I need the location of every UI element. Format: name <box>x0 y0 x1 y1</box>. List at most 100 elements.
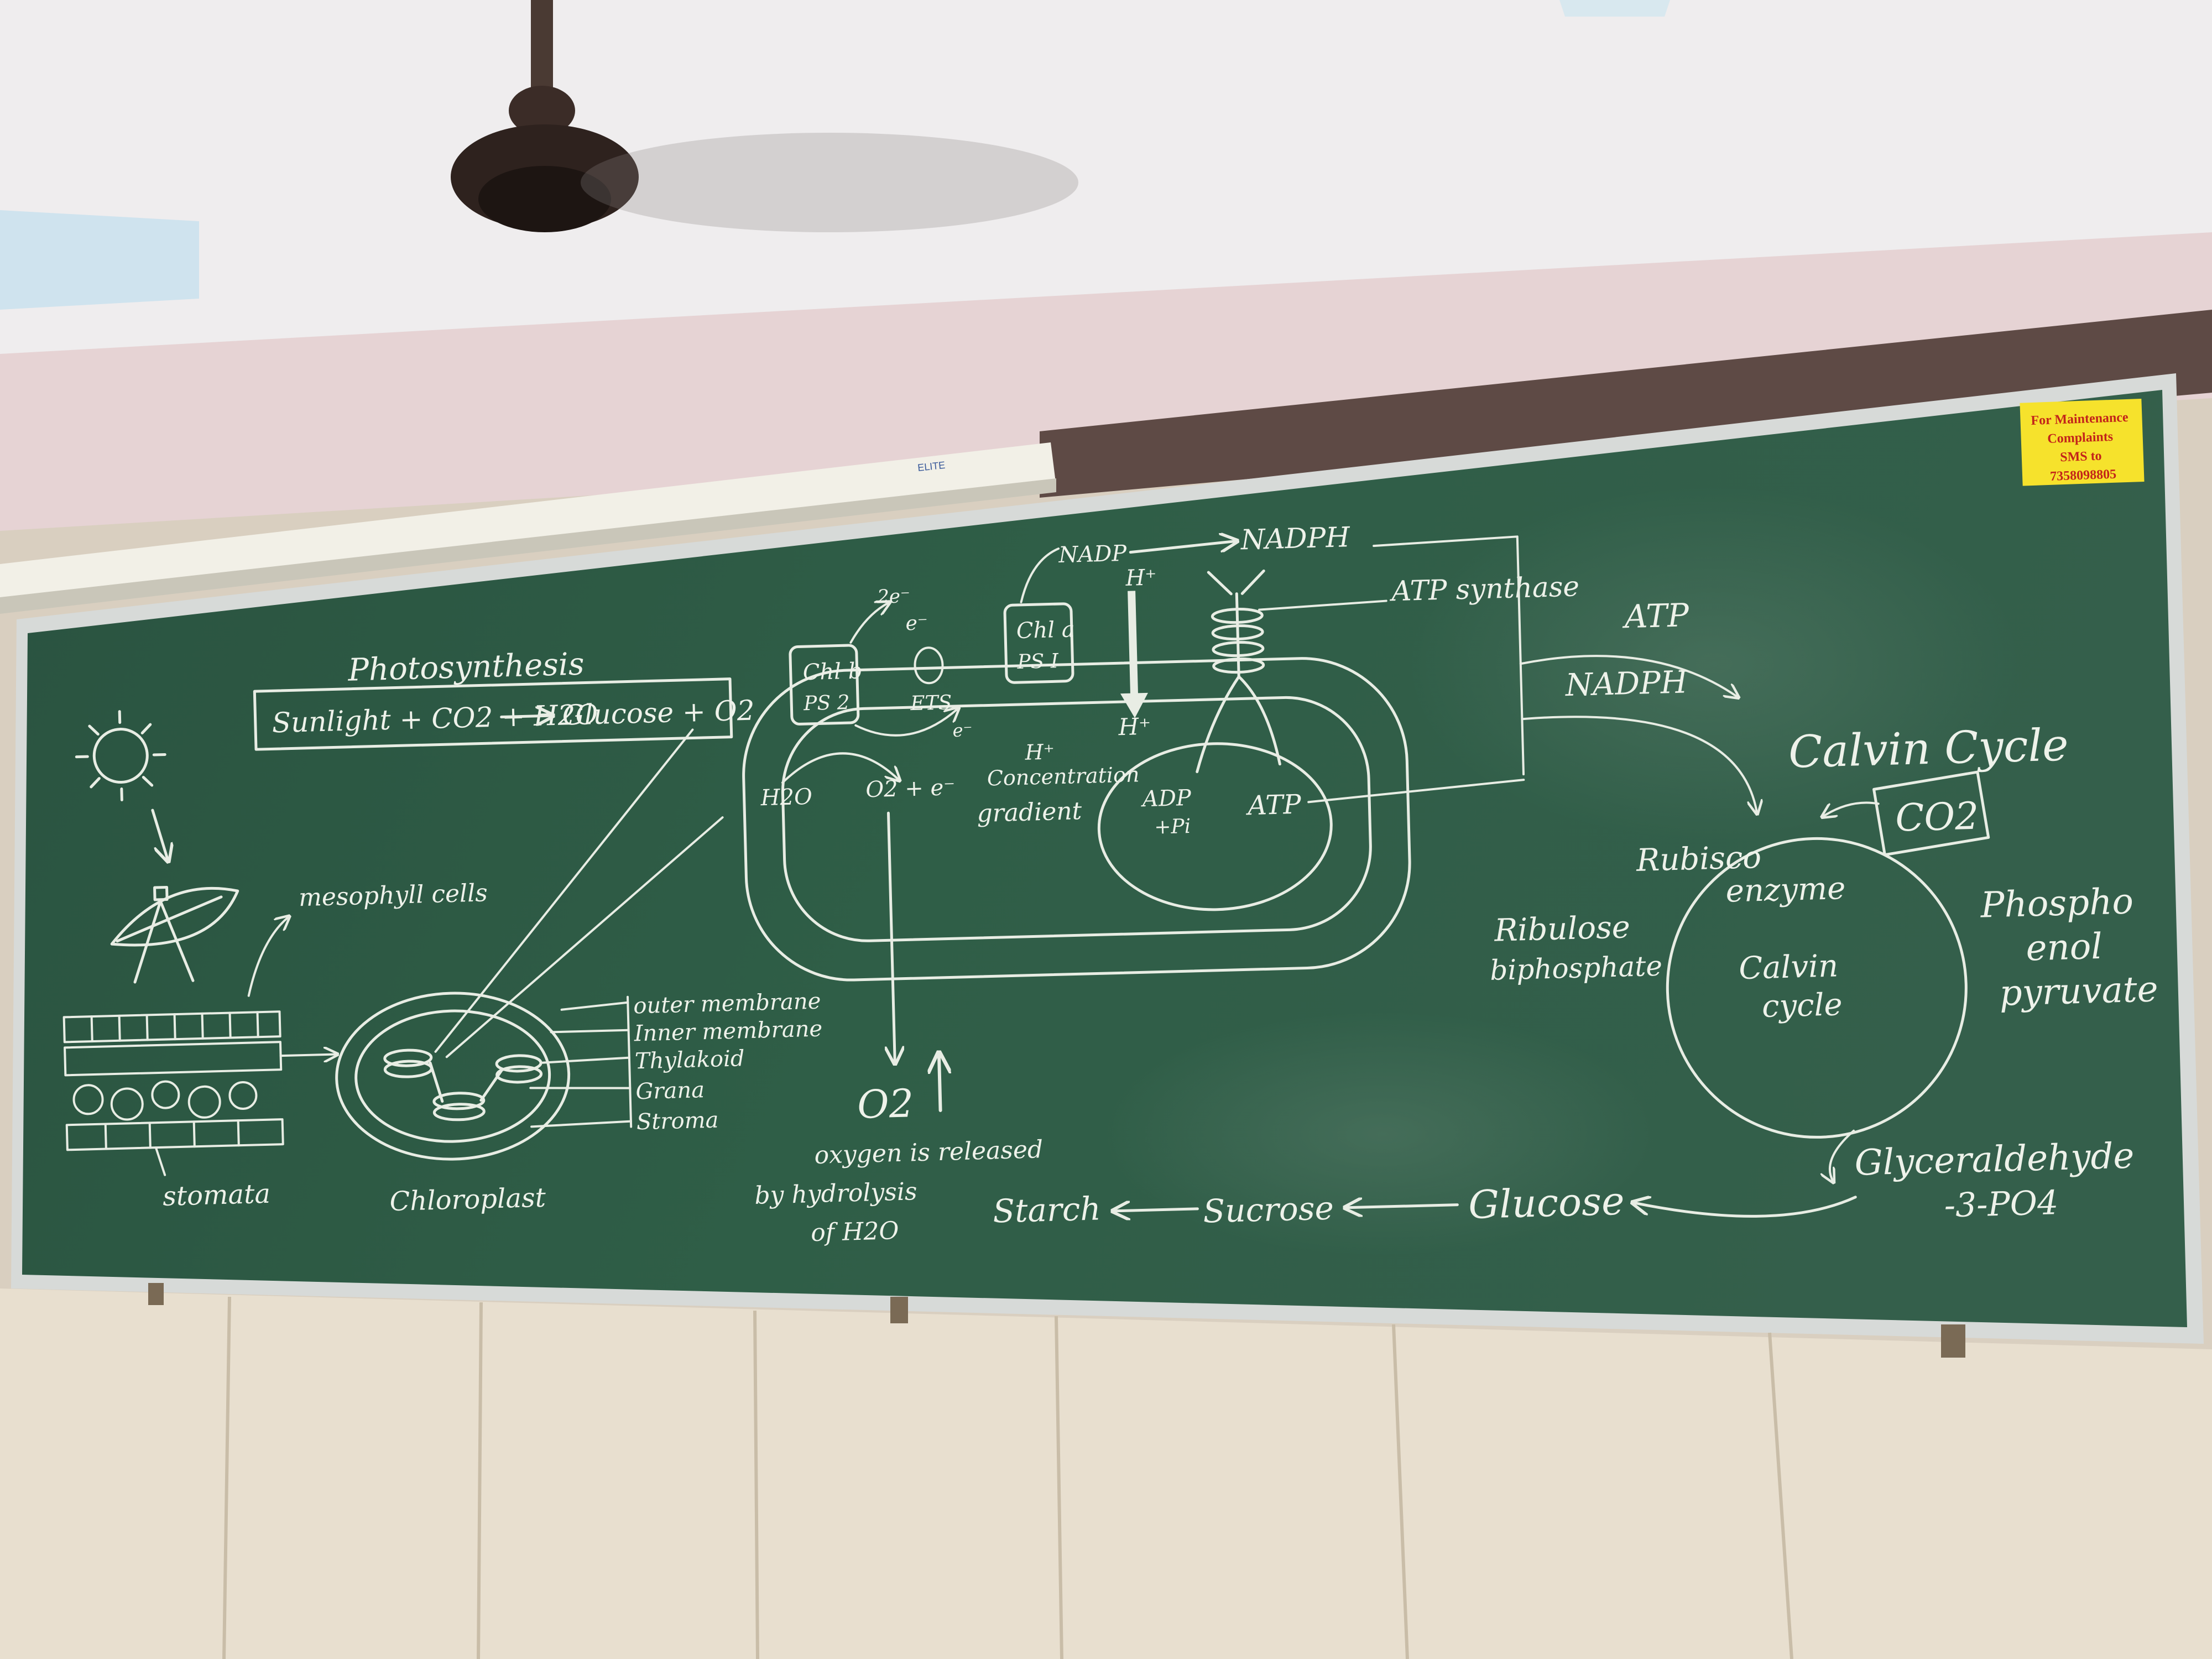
label-2e: 2e⁻ <box>877 585 911 608</box>
part-inner-membrane: Inner membrane <box>633 1016 822 1047</box>
part-grana: Grana <box>635 1077 705 1104</box>
atp-synthase-icon <box>1196 569 1281 774</box>
label-atp-synthase: ATP synthase <box>1389 570 1580 607</box>
sun-icon <box>75 710 166 802</box>
part-outer-membrane: outer membrane <box>633 989 821 1019</box>
sun-to-leaf-arrow <box>151 808 168 860</box>
wall <box>0 232 2212 531</box>
calvin-pep-3: pyruvate <box>1999 969 2159 1014</box>
title-photosynthesis: Photosynthesis <box>347 646 585 688</box>
ceiling-light <box>0 210 199 310</box>
label-mesophyll: mesophyll cells <box>298 879 488 912</box>
proton-flow-arrow <box>1128 591 1139 696</box>
ceiling-fan <box>451 0 1078 232</box>
notice-line-2: Complaints <box>2047 430 2114 446</box>
gradient-line-1: H⁺ <box>1024 739 1055 764</box>
calvin-pep-2: enol <box>2026 926 2103 969</box>
glucose-to-sucrose-arrow <box>1347 1205 1459 1208</box>
mesophyll-arrow <box>247 917 290 997</box>
wall-panels <box>0 1288 2212 1659</box>
notice-background <box>2020 399 2145 486</box>
co2-in-arrow <box>1823 801 1880 816</box>
ps2-box <box>789 644 860 726</box>
ps1-line-1: Chl a <box>1016 617 1075 644</box>
sucrose-to-starch-arrow <box>1114 1209 1199 1211</box>
calvin-cycle-ring <box>1666 837 1968 1139</box>
zoom-line-2 <box>445 816 724 1058</box>
atp-to-calvin-arrow <box>1519 655 1738 702</box>
calvin-rubp-1: Ribulose <box>1494 909 1631 948</box>
oxygen-note-2: by hydrolysis <box>754 1177 917 1210</box>
projector-screen-tube: ELITE <box>0 442 1056 614</box>
oxygen-note-1: oxygen is released <box>814 1135 1044 1170</box>
nadph-to-calvin-arrow <box>1521 716 1757 818</box>
calvin-pep-1: Phospho <box>1980 881 2134 926</box>
ps1-box <box>1003 602 1074 684</box>
notice-line-3: SMS to <box>2060 449 2102 465</box>
ps2-line-2: PS 2 <box>803 691 850 715</box>
calvin-co2: CO2 <box>1895 795 1979 841</box>
leaf-cross-section <box>62 1010 284 1176</box>
label-adp: ADP <box>1140 785 1192 812</box>
chloroplast-pointers <box>529 995 633 1128</box>
notice-text: For Maintenance Complaints SMS to 735809… <box>2031 410 2134 484</box>
oxygen-down-arrow <box>888 811 895 1062</box>
maintenance-notice: For Maintenance Complaints SMS to 735809… <box>2020 399 2145 486</box>
label-pi: +Pi <box>1154 815 1191 839</box>
calvin-nadph-in: NADPH <box>1564 664 1689 703</box>
atp-synthase-pointer <box>1258 599 1387 611</box>
nadp-to-nadph-arrow <box>1129 541 1235 554</box>
gradient-line-2: Concentration <box>987 762 1140 790</box>
calvin-g3p-2: -3-PO4 <box>1944 1183 2059 1225</box>
ps2-electron-arrow <box>849 603 890 644</box>
equation-products: Glucose + O2 <box>562 695 755 732</box>
part-thylakoid: Thylakoid <box>634 1046 745 1074</box>
notice-line-4: 7358098805 <box>2050 467 2117 484</box>
co2-box <box>1872 770 1990 857</box>
oxygen-up-arrow <box>939 1055 941 1112</box>
part-stroma: Stroma <box>636 1107 719 1135</box>
calvin-rubisco-2: enzyme <box>1725 870 1846 910</box>
label-e-ets: e⁻ <box>905 612 928 635</box>
board-clips <box>148 1283 1965 1358</box>
label-h2o: H2O <box>760 784 812 811</box>
label-chloroplast: Chloroplast <box>389 1182 546 1217</box>
leaf-icon <box>110 885 239 984</box>
chain-sucrose: Sucrose <box>1203 1189 1334 1230</box>
label-hplus-top: H⁺ <box>1125 565 1157 591</box>
panel-seams <box>222 1296 1793 1659</box>
thylakoid-inner <box>781 696 1372 942</box>
calvin-atp-in: ATP <box>1621 596 1690 635</box>
gradient-line-3: gradient <box>977 797 1082 828</box>
nadph-connector <box>1373 535 1525 776</box>
calvin-rubp-2: biphosphate <box>1490 950 1663 987</box>
ceiling-light-2 <box>1559 0 1670 17</box>
ets-carrier <box>914 646 944 685</box>
label-o2-big: O2 <box>857 1081 914 1128</box>
label-o2-e: O2 + e⁻ <box>865 775 956 802</box>
eraser-smudge-2 <box>1106 1012 1659 1255</box>
chalk-writing: Photosynthesis Sunlight + CO2 + H2O Gluc… <box>62 521 2159 1247</box>
to-g3p-arrow <box>1829 1129 1855 1181</box>
lumen-circle <box>1097 742 1333 911</box>
ps2-line-1: Chl b <box>802 658 863 685</box>
zoom-line-1 <box>434 728 694 1053</box>
chain-starch: Starch <box>992 1190 1101 1230</box>
calvin-center-2: cycle <box>1761 987 1843 1025</box>
atp-connector <box>1307 779 1525 804</box>
water-split-arrow <box>781 752 899 784</box>
calvin-rubisco-1: Rubisco <box>1635 839 1761 879</box>
notice-line-1: For Maintenance <box>2031 410 2128 428</box>
ets-to-ps1-arrow <box>854 709 958 737</box>
calvin-g3p-1: Glyceraldehyde <box>1854 1136 2135 1184</box>
g3p-to-glucose-arrow <box>1634 1197 1857 1218</box>
label-stomata: stomata <box>162 1178 270 1212</box>
wood-rail <box>1040 310 2212 498</box>
label-nadp: NADP <box>1058 541 1128 568</box>
ps1-line-2: PS I <box>1016 650 1059 674</box>
label-nadph-top: NADPH <box>1240 521 1351 556</box>
eraser-smudge <box>1410 487 2018 841</box>
equation-box <box>253 677 733 751</box>
label-e-2: e⁻ <box>952 719 973 741</box>
